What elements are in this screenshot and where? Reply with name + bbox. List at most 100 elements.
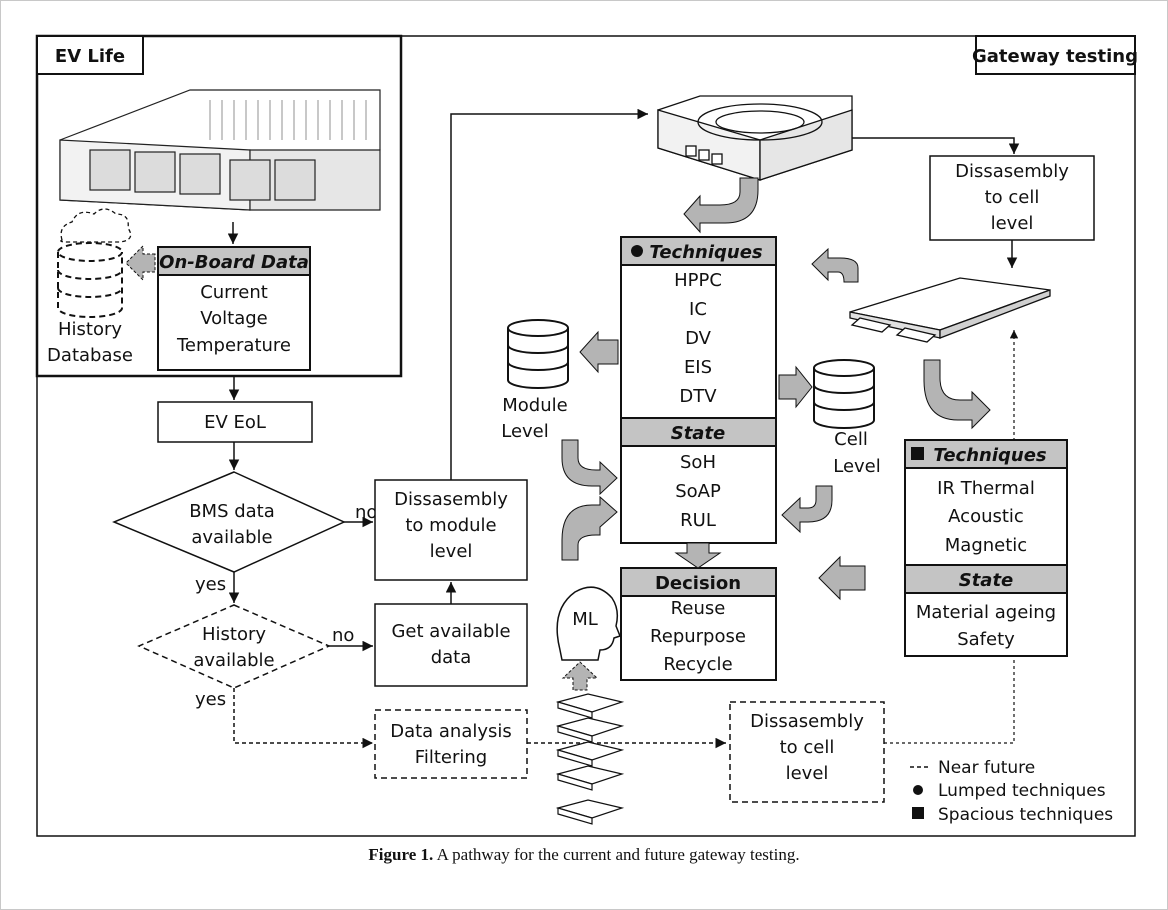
cell-bottom-to-cell-connector	[884, 330, 1019, 744]
diss-cell-bottom-line3: level	[786, 763, 829, 784]
caption-text: A pathway for the current and future gat…	[436, 845, 800, 864]
diss-cell-bottom-line1: Dissasembly	[750, 711, 864, 732]
ev-life-region	[35, 34, 403, 378]
history-line2: available	[193, 650, 274, 671]
spacious-state-2: Safety	[957, 629, 1015, 650]
diss-module-line1: Dissasembly	[394, 489, 508, 510]
history-yes-label: yes	[195, 689, 226, 710]
lumped-techniques-header	[620, 236, 777, 266]
ev-eol-label: EV EoL	[204, 412, 266, 433]
onboard-current: Current	[200, 282, 268, 303]
module-level-line1: Module	[502, 395, 567, 416]
get-data-box	[374, 603, 528, 687]
spacious-item-3: Magnetic	[945, 535, 1027, 556]
gateway-label: Gateway testing	[972, 46, 1138, 67]
spacious-state-title: State	[959, 570, 1014, 591]
lumped-item-2: IC	[689, 299, 707, 320]
analysis-line1: Data analysis	[390, 721, 512, 742]
diss-module-line3: level	[430, 541, 473, 562]
decision-title: Decision	[655, 573, 741, 594]
legend-circle-icon	[913, 785, 923, 795]
diss-module-box	[374, 479, 528, 581]
ev-life-tab	[36, 35, 144, 75]
module-to-diss-cell-top-connector	[852, 137, 1020, 154]
decision-repurpose: Repurpose	[650, 626, 746, 647]
cell-level-line1: Cell	[834, 429, 868, 450]
onboard-title: On-Board Data	[159, 252, 309, 273]
legend-spacious: Spacious techniques	[938, 805, 1113, 825]
lumped-item-4: EIS	[684, 357, 712, 378]
history-db-line1: History	[58, 319, 122, 340]
cell-level-line2: Level	[833, 456, 881, 477]
cell-level-database-icon	[813, 359, 875, 429]
spacious-state-1: Material ageing	[916, 602, 1056, 623]
spacious-item-2: Acoustic	[948, 506, 1024, 527]
module-to-pack-connector	[450, 108, 648, 480]
spacious-box	[904, 439, 1068, 657]
get-data-line1: Get available	[391, 621, 510, 642]
lumped-state-2: SoAP	[675, 481, 721, 502]
ev-battery-pack-illustration	[59, 89, 381, 211]
legend-lumped: Lumped techniques	[938, 781, 1106, 801]
analysis-line2: Filtering	[415, 747, 487, 768]
diss-cell-top-line1: Dissasembly	[955, 161, 1069, 182]
cloud-icon	[60, 208, 132, 243]
lumped-item-3: DV	[685, 328, 712, 349]
diss-cell-bottom-box	[729, 701, 885, 803]
history-line1: History	[202, 624, 266, 645]
bms-no-label: no	[355, 502, 377, 523]
decision-reuse: Reuse	[671, 598, 726, 619]
bms-line2: available	[191, 527, 272, 548]
ev-eol-box	[157, 401, 313, 443]
figure-caption: Figure 1. A pathway for the current and …	[0, 845, 1168, 865]
history-no-label: no	[332, 625, 354, 646]
get-data-line2: data	[431, 647, 472, 668]
yes-to-analysis-connector	[233, 688, 373, 749]
ml-label: ML	[572, 609, 598, 630]
lumped-state-3: RUL	[680, 510, 716, 531]
spacious-title: Techniques	[933, 445, 1047, 466]
legend-square-icon	[912, 807, 924, 819]
diss-cell-top-line2: to cell	[985, 187, 1040, 208]
battery-cell-illustration	[849, 277, 1051, 343]
spacious-state-header	[904, 564, 1068, 594]
onboard-to-db-arrow	[125, 244, 156, 282]
module-level-database-icon	[507, 319, 569, 389]
spacious-bullet-icon	[911, 447, 924, 460]
battery-module-illustration	[657, 95, 853, 181]
lumped-bullet-icon	[631, 245, 643, 257]
onboard-temperature: Temperature	[176, 335, 291, 356]
block-arrows	[561, 177, 991, 601]
ml-up-arrow	[561, 661, 599, 691]
decision-recycle: Recycle	[663, 654, 732, 675]
spacious-item-1: IR Thermal	[937, 478, 1035, 499]
diss-module-line2: to module	[405, 515, 496, 536]
diss-cell-top-line3: level	[991, 213, 1034, 234]
lumped-state-1: SoH	[680, 452, 716, 473]
onboard-header	[157, 246, 311, 276]
ev-life-label: EV Life	[55, 46, 125, 67]
lumped-item-1: HPPC	[674, 270, 722, 291]
lumped-title: Techniques	[649, 242, 763, 263]
bms-line1: BMS data	[189, 501, 275, 522]
ml-head-icon	[556, 586, 621, 661]
diss-cell-bottom-line2: to cell	[780, 737, 835, 758]
diss-cell-top-box	[929, 155, 1095, 241]
gateway-tab	[975, 35, 1136, 75]
diagram-outer-frame	[36, 35, 1136, 837]
lumped-item-5: DTV	[679, 386, 717, 407]
legend-near-future: Near future	[938, 758, 1035, 778]
onboard-voltage: Voltage	[200, 308, 268, 329]
lumped-state-header	[620, 417, 777, 447]
history-database-icon	[57, 242, 123, 318]
history-decision-diamond	[137, 604, 331, 689]
bms-decision-diamond	[112, 471, 346, 573]
bms-yes-label: yes	[195, 574, 226, 595]
analysis-box	[374, 709, 528, 779]
spacious-techniques-header	[904, 439, 1068, 469]
module-stack-icons	[555, 693, 625, 825]
module-level-line2: Level	[501, 421, 549, 442]
history-db-line2: Database	[47, 345, 133, 366]
lumped-state-title: State	[671, 423, 726, 444]
